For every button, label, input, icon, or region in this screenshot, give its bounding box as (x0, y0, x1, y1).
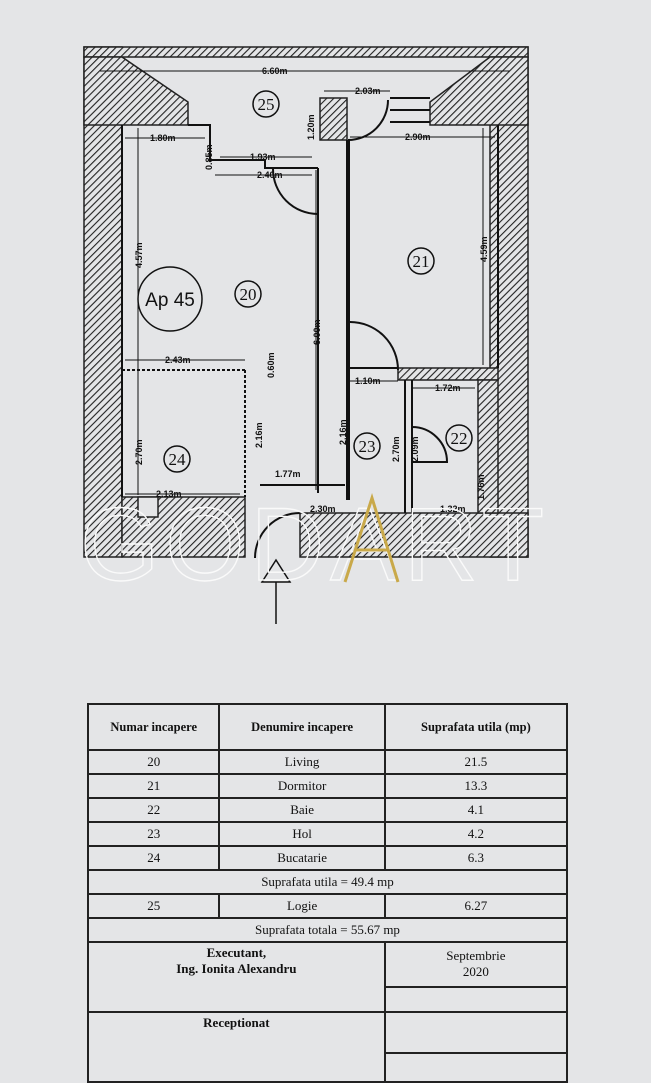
room-area: 4.1 (383, 797, 569, 823)
dim-1-77: 1.77m (275, 469, 301, 479)
room-area: 13.3 (383, 773, 569, 799)
header-room-name: Denumire incapere (218, 703, 386, 751)
date-year: 2020 (462, 964, 489, 980)
room-area: 21.5 (383, 749, 569, 775)
dim-2-03: 2.03m (355, 86, 381, 96)
executant-cell: Executant, Ing. Ionita Alexandru (87, 941, 386, 1013)
room-name: Living (218, 749, 386, 775)
dimension-lines (100, 70, 510, 495)
interior-lines (121, 97, 499, 559)
dim-4-57: 4.57m (134, 242, 144, 268)
room-area-table: Numar incapere Denumire incapere Suprafa… (86, 703, 569, 1083)
dim-6-00: 6.00m (312, 319, 322, 345)
room-25-label: 25 (258, 95, 275, 114)
room-area: 6.3 (383, 845, 569, 871)
room-23-label: 23 (359, 437, 376, 456)
useful-total: Suprafata utila = 49.4 mp (87, 869, 568, 895)
room-markers (137, 90, 473, 473)
floor-plan: 6.60m 2.03m 1.80m 0.85m 1.93m 1.20m 2.40… (79, 46, 550, 624)
dim-0-85: 0.85m (204, 144, 214, 170)
dim-1-20: 1.20m (306, 114, 316, 140)
dim-2-70-hall: 2.70m (391, 436, 401, 462)
room-name: Baie (218, 797, 386, 823)
room-number: 25 (86, 893, 221, 919)
dimension-labels: 6.60m 2.03m 1.80m 0.85m 1.93m 1.20m 2.40… (134, 66, 489, 514)
room-name: Logie (218, 893, 386, 919)
room-number: 21 (86, 773, 221, 799)
blank-cell (383, 985, 569, 1014)
dim-1-80: 1.80m (150, 133, 176, 143)
room-area: 4.2 (383, 821, 569, 847)
date-cell: Septembrie 2020 (383, 941, 569, 988)
executant-label: Executant, (206, 945, 267, 960)
grand-total-row: Suprafata totala = 55.67 mp (87, 917, 568, 943)
room-24-label: 24 (169, 450, 187, 469)
blank-cell (383, 1052, 569, 1083)
blank-row (88, 985, 569, 1014)
executant-name: Ing. Ionita Alexandru (176, 961, 297, 976)
dim-2-70-kitchen: 2.70m (134, 439, 144, 465)
dim-1-32: 1.32m (440, 504, 466, 514)
grand-total: Suprafata totala = 55.67 mp (87, 917, 568, 943)
room-21-label: 21 (413, 252, 430, 271)
dim-0-60: 0.60m (266, 352, 276, 378)
entrance-arrow-icon (260, 558, 292, 624)
watermark: GODART (80, 487, 550, 603)
header-room-number: Numar incapere (86, 703, 221, 751)
dim-2-90: 2.90m (405, 132, 431, 142)
received-label: Receptionat (87, 1011, 386, 1083)
dim-1-72: 1.72m (435, 383, 461, 393)
dim-2-13: 2.13m (156, 489, 182, 499)
dim-6-60: 6.60m (262, 66, 288, 76)
dim-2-16-a: 2.16m (254, 422, 264, 448)
dim-1-10: 1.10m (355, 376, 381, 386)
dim-1-76: 1.76m (476, 474, 486, 500)
apartment-label: Ap 45 (145, 290, 195, 311)
date-month: Septembrie (446, 948, 506, 964)
room-number: 22 (86, 797, 221, 823)
table-header: Numar incapere Denumire incapere Suprafa… (86, 703, 569, 751)
dim-2-30: 2.30m (310, 504, 336, 514)
room-number: 23 (86, 821, 221, 847)
dim-2-09: 2.09m (410, 436, 420, 462)
room-number: 20 (86, 749, 221, 775)
room-20-label: 20 (240, 285, 257, 304)
blank-cell (383, 1010, 569, 1055)
room-name: Bucatarie (218, 845, 386, 871)
useful-total-row: Suprafata utila = 49.4 mp (87, 869, 568, 895)
header-useful-area: Suprafata utila (mp) (383, 703, 569, 751)
received-row: Receptionat (87, 1010, 569, 1083)
room-name: Hol (218, 821, 386, 847)
room-number: 24 (86, 845, 221, 871)
dim-2-16-b: 2.16m (338, 419, 348, 445)
walls (83, 46, 529, 558)
room-22-label: 22 (451, 429, 468, 448)
dim-4-59: 4.59m (479, 236, 489, 262)
room-area: 6.27 (383, 893, 569, 919)
dim-1-93: 1.93m (250, 152, 276, 162)
dim-2-43: 2.43m (165, 355, 191, 365)
executant-row: Executant, Ing. Ionita Alexandru Septemb… (87, 941, 569, 1013)
dim-2-40: 2.40m (257, 170, 283, 180)
room-name: Dormitor (218, 773, 386, 799)
watermark-gold-letter (343, 493, 400, 583)
